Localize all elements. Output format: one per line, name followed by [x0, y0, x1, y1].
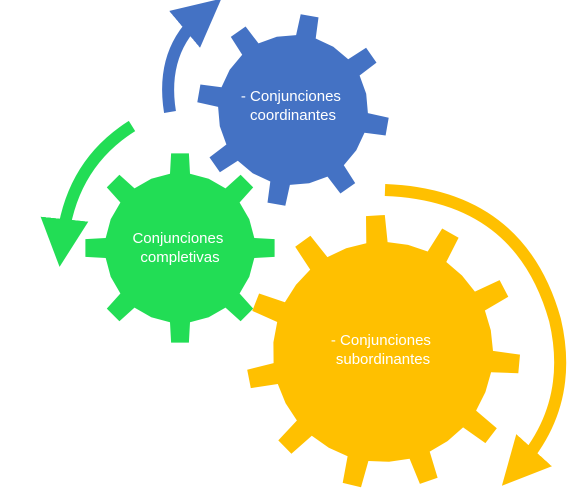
- gear-subordinantes-shape: [247, 215, 520, 488]
- gear-coordinantes-shape: [197, 14, 389, 206]
- gear-coordinantes-line-1: - Conjunciones: [241, 88, 341, 105]
- yellow-arrow: [384, 184, 567, 486]
- svg-text:- Conjunciones coordinan: - Conjunciones coordinantes: [241, 88, 345, 124]
- gear-coordinantes: - Conjunciones coordinantes: [197, 14, 389, 206]
- gear-subordinantes-line-2: subordinantes: [336, 351, 430, 368]
- gear-completivas-line-1: Conjunciones: [132, 230, 223, 247]
- gear-subordinantes-line-1: - Conjunciones: [331, 332, 431, 349]
- gear-completivas-shape: [85, 153, 275, 343]
- gear-completivas-line-2: completivas: [140, 249, 219, 266]
- green-arrow: [40, 120, 136, 267]
- blue-arrow: [162, 0, 222, 113]
- gear-subordinantes: - Conjunciones subordinantes: [247, 215, 520, 488]
- gear-coordinantes-line-2: coordinantes: [250, 107, 336, 124]
- gear-completivas: Conjunciones completivas: [85, 153, 275, 343]
- svg-text:- Conjunciones subordina: - Conjunciones subordinantes: [331, 332, 435, 368]
- svg-text:Conjunciones completivas: Conjunciones completivas: [132, 230, 227, 266]
